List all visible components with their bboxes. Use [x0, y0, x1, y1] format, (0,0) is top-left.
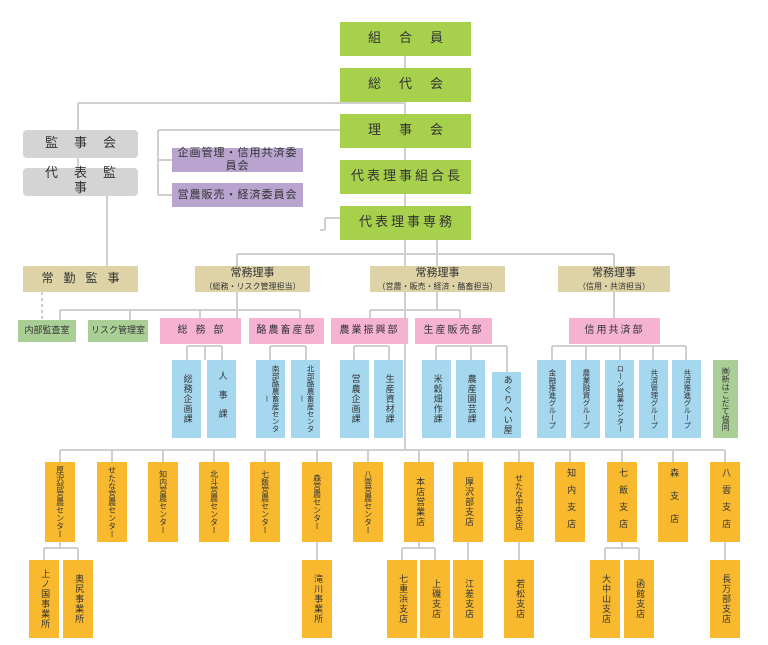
atsusawabe-branch: 厚沢部支店 [453, 462, 483, 542]
head-office: 本店営業店 [404, 462, 434, 542]
hokuto-center: 北斗営農センター [199, 462, 229, 542]
personnel-section: 人事課 [207, 360, 236, 438]
farm-finance-group: 農業融資グループ [571, 360, 600, 438]
nanaehama-branch: 七重浜支店 [387, 560, 417, 638]
nanae-branch: 七飯支店 [607, 462, 637, 542]
takino-office: 滝川事業所 [302, 560, 332, 638]
mori-center: 森営農センター [302, 462, 332, 542]
audit-board-box: 監事会 [23, 130, 138, 158]
setana-central-branch: せたな中央支店 [504, 462, 534, 542]
affiliate-company: ㈱新はこだて協同 [713, 360, 738, 438]
yakumo-branch: 八雲支店 [710, 462, 740, 542]
yakumo-center: 八雲営農センター [353, 462, 383, 542]
finance-promotion-group: 金融推進グループ [537, 360, 566, 438]
delegates-meeting-box: 総代会 [340, 68, 471, 102]
setana-center: せたな営農センター [97, 462, 127, 542]
mutual-promotion-group: 共済推進グループ [672, 360, 701, 438]
mutual-management-group: 共済管理グループ [639, 360, 668, 438]
president-box: 代表理事組合長 [340, 160, 471, 194]
rice-grain-section: 米穀畑作課 [422, 360, 451, 438]
south-dairy-center: 南部酪農畜産センター [256, 360, 285, 438]
production-materials-section: 生産資材課 [374, 360, 403, 438]
planning-committee-box: 企画管理・信用共済委員会 [172, 147, 303, 172]
oshamambe-branch: 長万部支店 [710, 560, 740, 638]
farming-planning-section: 営農企画課 [340, 360, 369, 438]
shiriuchi-branch: 知内支店 [555, 462, 585, 542]
director-scope: （総務・リスク管理担当） [204, 281, 301, 291]
kaminokuni-office: 上ノ国事業所 [29, 560, 59, 638]
members-box: 組合員 [340, 22, 471, 56]
senior-director-box: 代表理事専務 [340, 206, 471, 240]
director-farming-box: 常務理事 （営農・販売・経済・酪畜担当） [370, 266, 505, 292]
hakodate-branch: 函館支店 [624, 560, 654, 638]
north-dairy-center: 北部酪農畜産センター [291, 360, 320, 438]
rep-auditor-box: 代表監事 [23, 166, 138, 196]
director-scope: （営農・販売・経済・酪畜担当） [377, 281, 498, 291]
agri-promotion-dept: 農業振興部 [331, 318, 408, 344]
production-sales-dept: 生産販売部 [415, 318, 492, 344]
esashi-branch: 江差支店 [453, 560, 483, 638]
dairy-dept: 酪農畜産部 [249, 318, 324, 344]
director-scope: （信用・共済担当） [578, 281, 650, 291]
nanae-center: 七飯営農センター [250, 462, 280, 542]
general-affairs-dept: 総務部 [160, 318, 241, 344]
loan-center: ローン営業センター [605, 360, 634, 438]
okushiri-office: 奥尻事業所 [63, 560, 93, 638]
aguri-shop: あぐりへい屋 [492, 372, 521, 438]
risk-management-box: リスク管理室 [88, 320, 148, 342]
credit-mutual-dept: 信用共済部 [569, 318, 660, 344]
general-planning-section: 総務企画課 [172, 360, 201, 438]
atsusawabe-center: 厚沢部営農センター [45, 462, 75, 542]
onakayama-branch: 大中山支店 [590, 560, 620, 638]
mori-branch: 森支店 [658, 462, 688, 542]
director-title: 常務理事 [592, 266, 636, 280]
director-credit-box: 常務理事 （信用・共済担当） [558, 266, 670, 292]
wakamatsu-branch: 若松支店 [504, 560, 534, 638]
farming-committee-box: 営農販売・経済委員会 [172, 183, 303, 207]
kamiiso-branch: 上磯支店 [420, 560, 450, 638]
director-title: 常務理事 [230, 266, 275, 280]
shiriuchi-center: 知内営農センター [148, 462, 178, 542]
board-box: 理事会 [340, 114, 471, 148]
fulltime-auditor-box: 常勤監事 [23, 266, 138, 292]
horticulture-section: 農産園芸課 [456, 360, 485, 438]
internal-audit-box: 内部監査室 [18, 320, 76, 342]
director-title: 常務理事 [415, 266, 460, 280]
director-general-box: 常務理事 （総務・リスク管理担当） [195, 266, 310, 292]
